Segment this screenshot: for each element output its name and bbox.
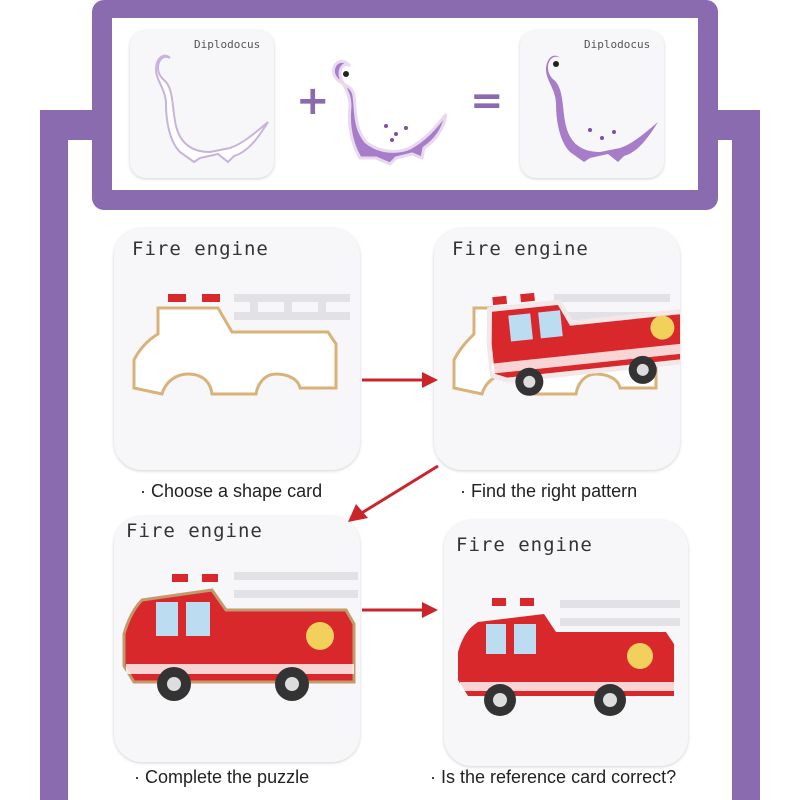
fire-engine-shape-card: Fire engine — [114, 228, 360, 470]
frame-right-bar — [732, 110, 760, 800]
card-title: Fire engine — [126, 520, 263, 542]
dino-outline-icon — [154, 54, 269, 164]
caption-reference-correct: · Is the reference card correct? — [430, 767, 677, 787]
fire-truck-piece-icon — [486, 292, 680, 396]
caption-complete-puzzle: · Complete the puzzle — [134, 767, 310, 787]
dino-result-card-title: Diplodocus — [584, 38, 651, 51]
caption-find-pattern: · Find the right pattern — [460, 481, 638, 501]
fire-truck-icon — [458, 598, 680, 716]
caption-choose-shape: · Choose a shape card — [140, 481, 323, 501]
equals-sign: = — [470, 78, 504, 124]
card-title: Fire engine — [452, 238, 589, 260]
arrow-diagonal-icon — [348, 464, 439, 522]
fire-engine-complete-card: Fire engine — [114, 516, 360, 762]
dino-complete-icon — [546, 55, 658, 162]
card-title: Fire engine — [456, 534, 593, 556]
dino-shape-card: Diplodocus — [130, 30, 274, 178]
plus-sign: + — [296, 78, 330, 124]
card-title: Fire engine — [132, 238, 269, 260]
truck-outline-icon — [132, 306, 338, 396]
dino-piece-icon — [331, 59, 448, 166]
dino-shape-card-title: Diplodocus — [194, 38, 261, 51]
fire-engine-reference-card: Fire engine — [444, 520, 688, 766]
frame-left-bar — [40, 110, 68, 800]
fire-engine-pattern-card: Fire engine — [434, 228, 680, 470]
dino-result-card: Diplodocus — [520, 30, 664, 178]
fire-truck-icon — [122, 572, 358, 701]
truck-ladder-icon — [168, 294, 350, 320]
arrow-right-icon — [362, 372, 438, 388]
arrow-right-icon — [362, 602, 438, 618]
